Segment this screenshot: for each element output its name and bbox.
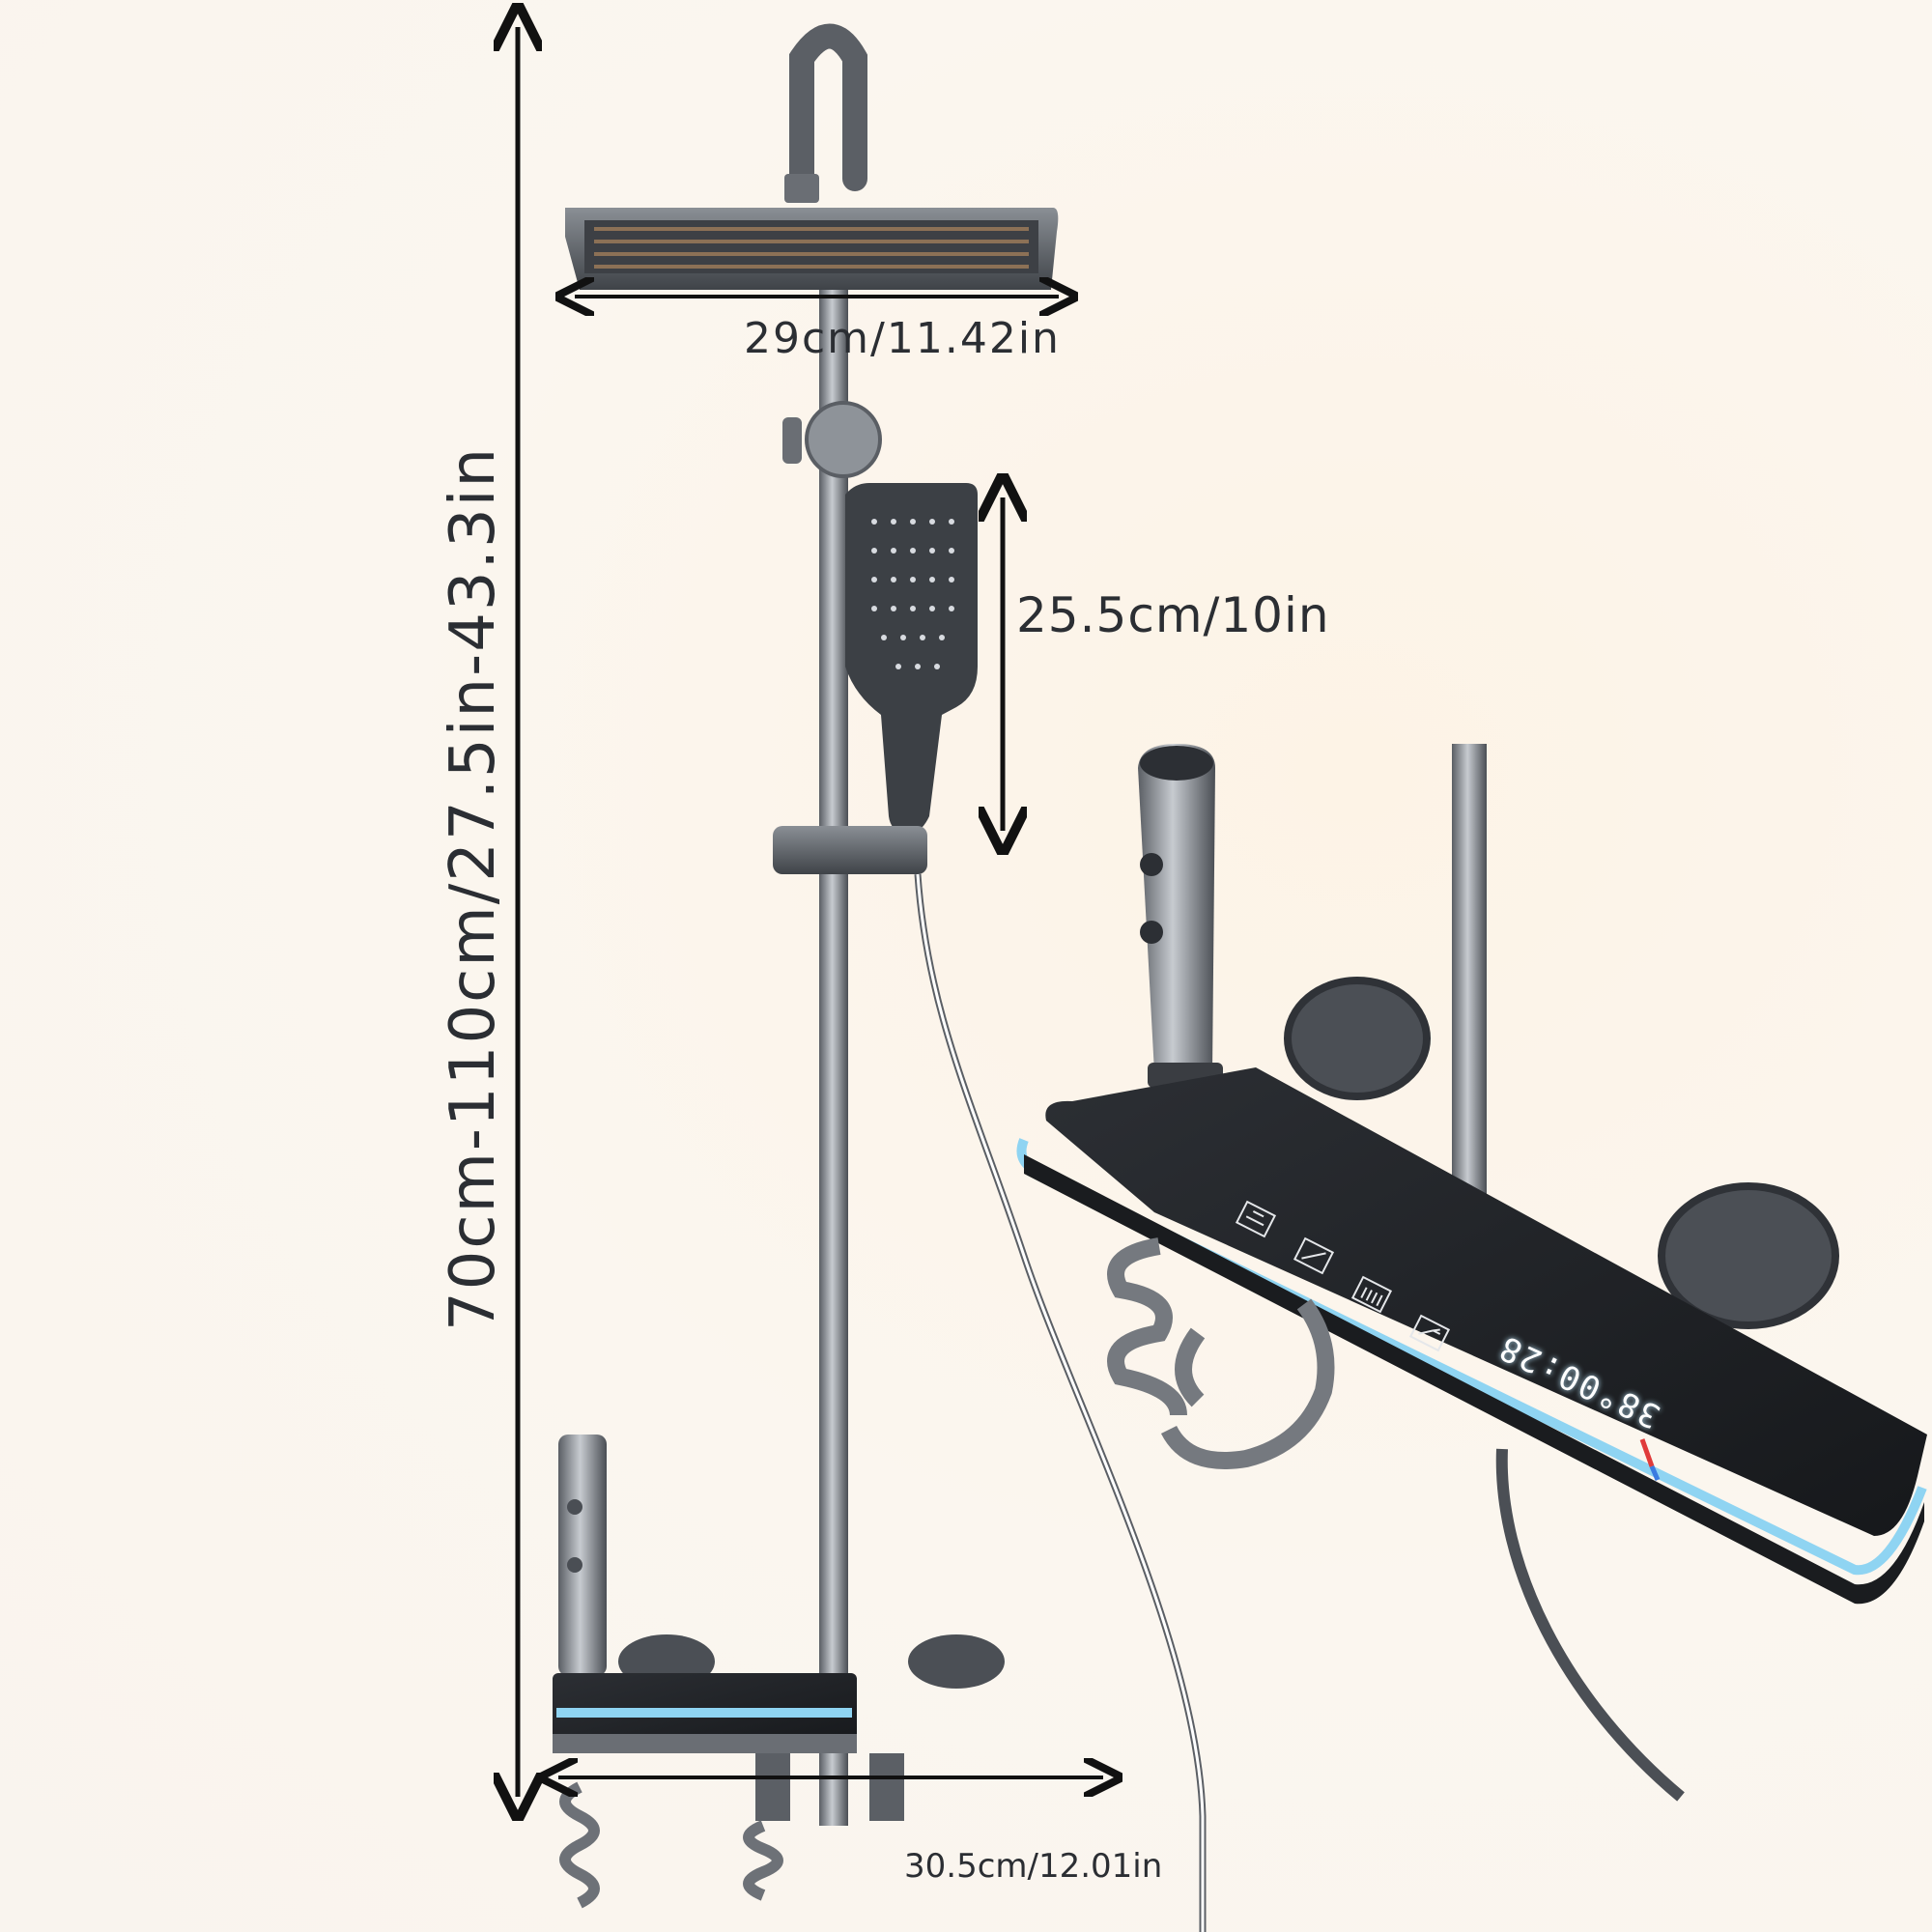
head-width-dimension-label: 29cm/11.42in	[744, 314, 1061, 363]
shower-hose-highlight	[916, 873, 1205, 1932]
right-handle	[908, 1634, 1005, 1689]
gooseneck-arm	[789, 23, 867, 191]
hand-shower	[845, 483, 978, 833]
outlet	[869, 1753, 904, 1821]
closeup-control-panel	[1045, 1067, 1927, 1536]
height-dimension-label: 70cm-110cm/27.5in-43.3in	[438, 445, 509, 1332]
hand-shower-dimension-label: 25.5cm/10in	[1016, 587, 1330, 643]
sprayer-button	[567, 1499, 582, 1515]
closeup-back-handle	[1284, 977, 1431, 1100]
slider-holder	[773, 826, 927, 874]
sprayer-button	[1140, 853, 1163, 876]
shower-riser-pipe	[819, 290, 848, 1826]
temperature-indicator-cold	[1649, 1465, 1661, 1481]
shelf-led-strip	[556, 1708, 852, 1718]
spray-icon[interactable]	[1408, 1314, 1451, 1352]
bidet-sprayer	[558, 1435, 607, 1676]
closeup-spiral-hose	[1107, 1237, 1335, 1469]
sprayer-button	[567, 1557, 582, 1573]
bracket-knob	[782, 417, 802, 464]
closeup-bidet-sprayer	[1138, 744, 1215, 1072]
closeup-riser-pipe	[1452, 744, 1487, 1236]
panel-width-dimension-label: 30.5cm/12.01in	[904, 1847, 1163, 1886]
spiral-hose-left	[559, 1781, 600, 1909]
handheld-shower-icon[interactable]	[1293, 1236, 1335, 1275]
outlet	[755, 1753, 790, 1821]
sprayer-nozzle-face	[1140, 746, 1213, 781]
wall-bracket	[805, 401, 882, 478]
rain-shower-icon[interactable]	[1350, 1275, 1393, 1314]
closeup-hose	[1495, 1448, 1685, 1802]
rain-head-nozzles	[594, 227, 1029, 269]
hand-shower-nozzles	[871, 519, 954, 669]
head-connector	[784, 174, 819, 203]
temperature-indicator	[1639, 1438, 1655, 1467]
faucet-icon[interactable]	[1235, 1200, 1277, 1238]
sprayer-button	[1140, 921, 1163, 944]
spiral-hose-right	[743, 1820, 783, 1901]
closeup-right-handle	[1658, 1182, 1839, 1329]
shelf-base	[553, 1734, 857, 1753]
closeup-led-strip	[1016, 1138, 1927, 1576]
